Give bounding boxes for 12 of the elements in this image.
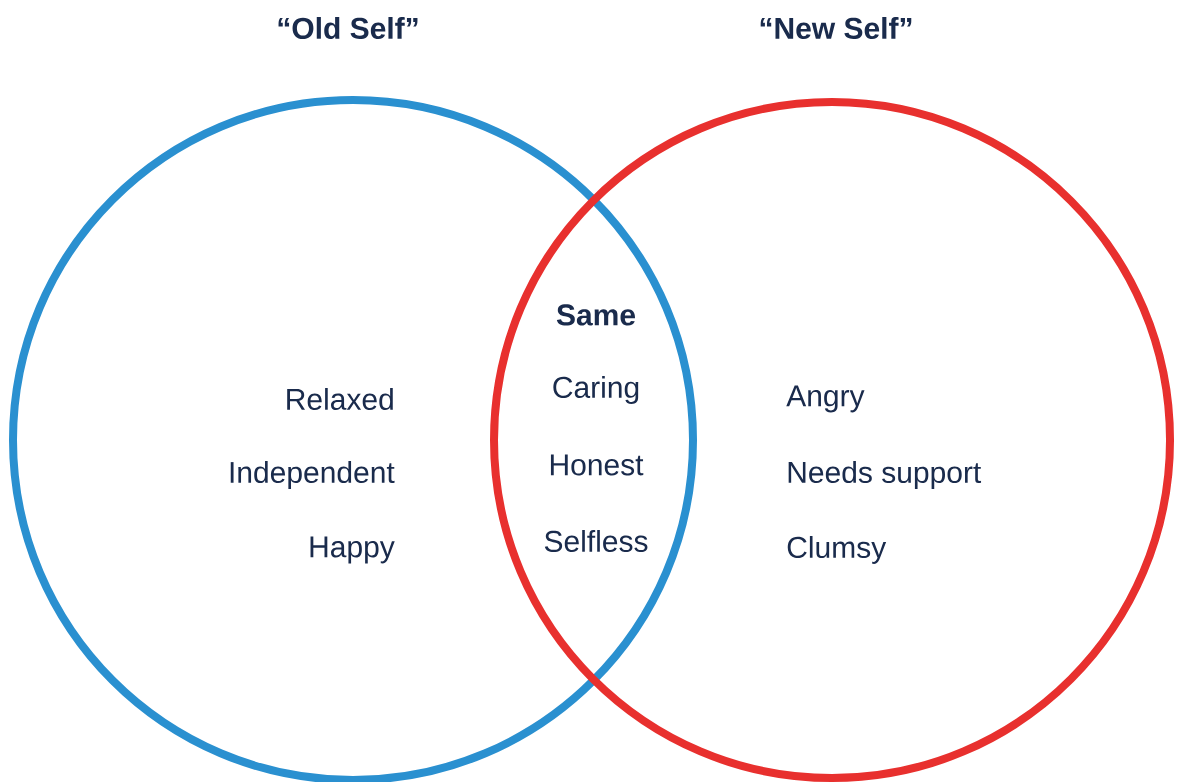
set-title: “Old Self” xyxy=(278,17,418,39)
trait-label: Clumsy xyxy=(787,536,887,564)
trait-label: Selfless xyxy=(544,530,648,552)
trait-label: Honest xyxy=(550,454,644,476)
trait-label: Caring xyxy=(553,376,639,404)
set-title: “New Self” xyxy=(760,17,912,39)
trait-label: Relaxed xyxy=(287,388,393,410)
trait-label: Happy xyxy=(310,536,395,564)
trait-label: Independent xyxy=(230,461,395,489)
overlap-heading: Same xyxy=(556,304,635,326)
trait-label: Needs support xyxy=(788,461,982,489)
trait-label: Angry xyxy=(786,385,865,413)
